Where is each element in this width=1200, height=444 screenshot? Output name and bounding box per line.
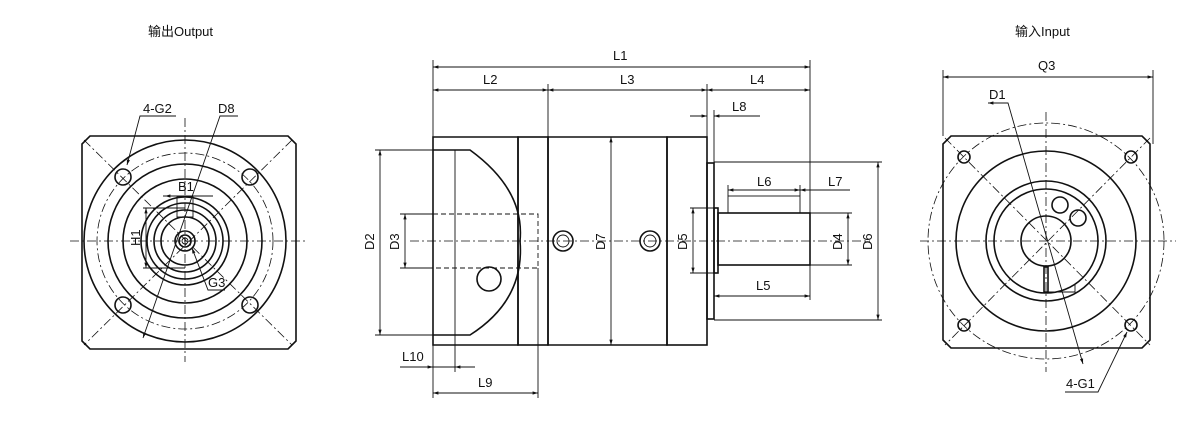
l4-label: L4 [750, 72, 764, 87]
d8-label: D8 [218, 101, 235, 116]
mounting-holes [114, 168, 259, 314]
d1-label: D1 [989, 87, 1006, 102]
d7-label: D7 [593, 233, 608, 250]
d6-label: D6 [860, 233, 875, 250]
d5-label: D5 [675, 233, 690, 250]
output-view-title: 输出Output [148, 24, 213, 39]
g2-label: 4-G2 [143, 101, 172, 116]
b1-label: B1 [178, 179, 194, 194]
l3-label: L3 [620, 72, 634, 87]
q3-label: Q3 [1038, 58, 1055, 73]
side-view: L1 L2 L3 L4 L8 L6 L7 L5 D2 D3 D7 D5 [362, 48, 882, 398]
d2-label: D2 [362, 233, 377, 250]
l2-label: L2 [483, 72, 497, 87]
d3-label: D3 [387, 233, 402, 250]
h1-label: H1 [128, 229, 143, 246]
l5-label: L5 [756, 278, 770, 293]
l6-label: L6 [757, 174, 771, 189]
l10-label: L10 [402, 349, 424, 364]
output-view: B1 H1 4-G2 D8 G3 [70, 101, 308, 362]
l9-label: L9 [478, 375, 492, 390]
g3-label: G3 [208, 275, 225, 290]
input-view: Q3 D1 4-G1 [920, 58, 1176, 393]
l1-label: L1 [613, 48, 627, 63]
l8-label: L8 [732, 99, 746, 114]
mounting-holes [957, 150, 1138, 332]
input-view-title: 输入Input [1015, 24, 1070, 39]
l7-label: L7 [828, 174, 842, 189]
g1-label: 4-G1 [1066, 376, 1095, 391]
d4-label: D4 [830, 233, 845, 250]
